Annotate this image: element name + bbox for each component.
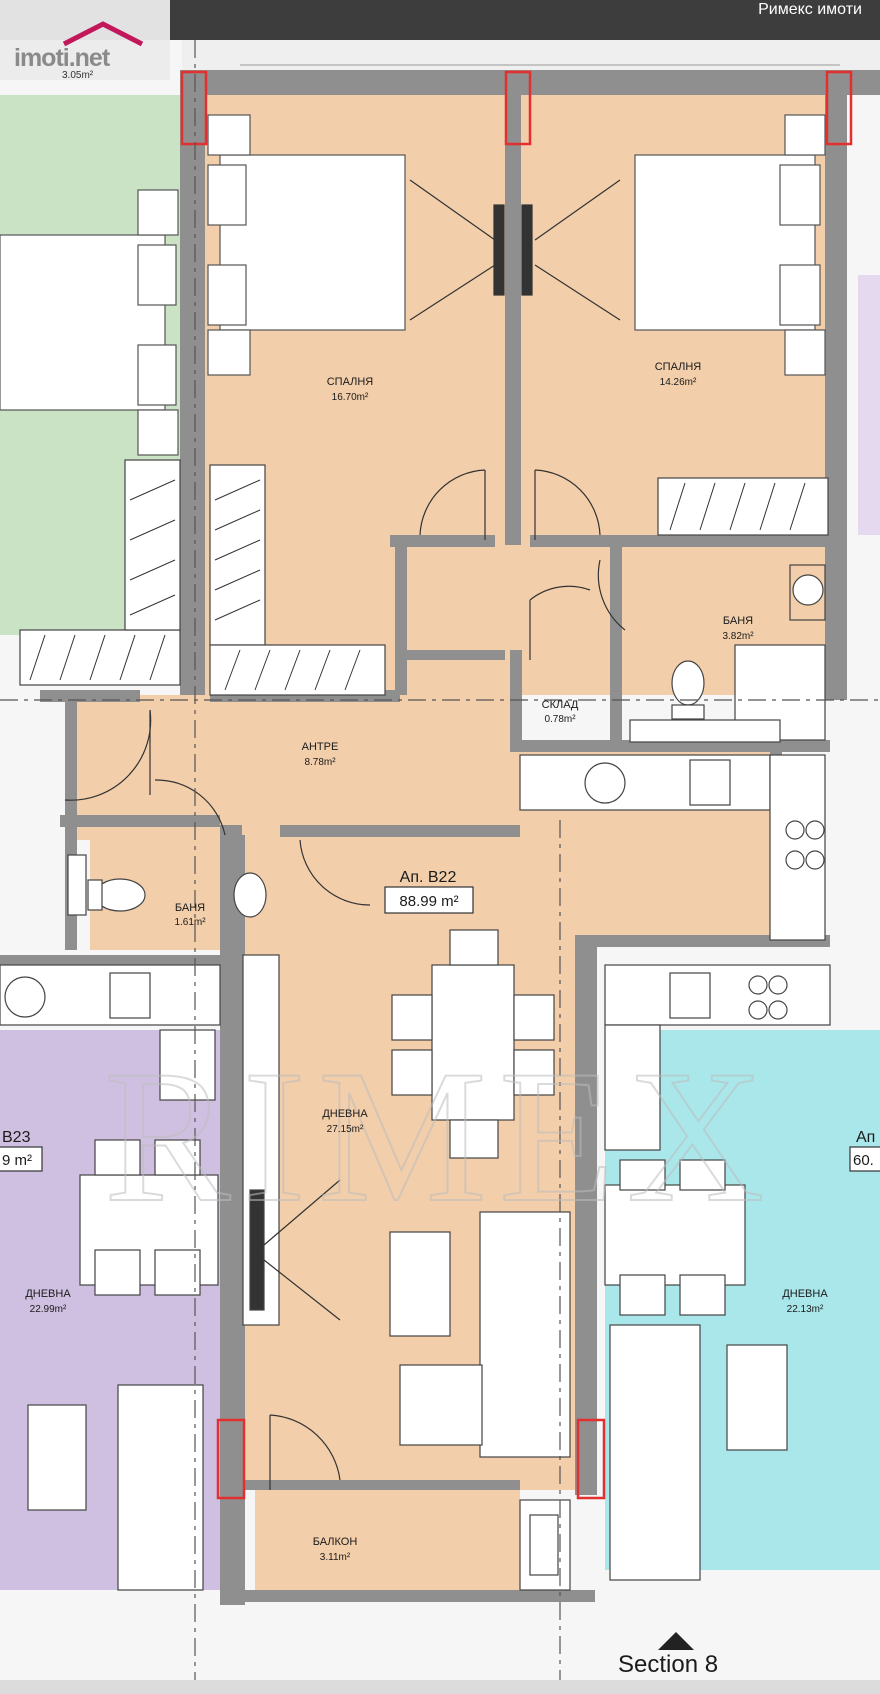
logo-text: imoti.net: [14, 44, 110, 72]
apartment-area: 88.99 m²: [399, 893, 458, 910]
doors: [64, 469, 626, 1490]
storage-area: 0.78m²: [544, 714, 576, 725]
bathroom-main-name: БАНЯ: [723, 615, 753, 627]
neighbor-left-area: 9 m²: [2, 1152, 32, 1169]
balcony-fixtures: [519, 1499, 571, 1591]
hall-name: АНТРЕ: [302, 741, 339, 753]
walls: [0, 70, 880, 1605]
section-arrow-icon: [658, 1632, 694, 1650]
living-area: 27.15m²: [327, 1124, 364, 1135]
neighbor-right-room: ДНЕВНА: [782, 1288, 828, 1300]
watermark: RIMEX: [104, 1032, 776, 1242]
living-tv-lines: [263, 1179, 341, 1321]
apartment-code: Ап. В22: [400, 869, 457, 886]
balcony-name: БАЛКОН: [313, 1536, 358, 1548]
site-logo[interactable]: imoti.net 3.05m²: [0, 0, 170, 81]
storage-name: СКЛАД: [542, 699, 579, 711]
neighbor-left-area-box: [0, 1146, 43, 1172]
living-name: ДНЕВНА: [322, 1108, 368, 1120]
neighbor-left-room-area: 22.99m²: [30, 1304, 67, 1315]
bed-left: [207, 114, 406, 376]
bedroom1-name: СПАЛНЯ: [327, 376, 374, 388]
bathroom-small-area: 1.61m²: [174, 917, 206, 928]
neighbor-left-room: ДНЕВНА: [25, 1288, 71, 1300]
bedroom2-name: СПАЛНЯ: [655, 361, 702, 373]
brand-name: Римекс имоти: [758, 1, 862, 18]
bathroom-main-area: 3.82m²: [722, 631, 754, 642]
wardrobes: [19, 459, 829, 696]
bedroom2-area: 14.26m²: [660, 377, 697, 388]
bed-right: [634, 114, 826, 376]
neighbor-left-code: В23: [2, 1129, 31, 1146]
neighbor-right-area: 60.: [853, 1152, 874, 1169]
wardrobe-hatch: [29, 479, 806, 691]
bottom-band: [0, 1680, 880, 1694]
neighbor-right-strip: [858, 275, 880, 535]
partial-area-label: 3.05m²: [62, 70, 94, 81]
bedroom-tv: [409, 179, 621, 321]
section-lines: [0, 40, 880, 1694]
hall-area: 8.78m²: [304, 757, 336, 768]
neighbor-right-code: Ап: [856, 1129, 875, 1146]
bathroom-fixtures: [67, 564, 826, 918]
house-roof-icon: [62, 21, 144, 47]
neighbor-right-area-box: [849, 1146, 880, 1172]
balcony-area: 3.11m²: [320, 1552, 351, 1563]
bed-neighbor: [0, 189, 179, 456]
section-label: Section 8: [618, 1651, 718, 1678]
bathroom-small-name: БАНЯ: [175, 902, 205, 914]
kitchen-counters: [0, 754, 831, 1151]
column-markers: [180, 70, 853, 1500]
bedroom1-area: 16.70m²: [332, 392, 369, 403]
neighbor-right-room-area: 22.13m²: [787, 1304, 824, 1315]
apartment-area-box: [384, 886, 474, 914]
